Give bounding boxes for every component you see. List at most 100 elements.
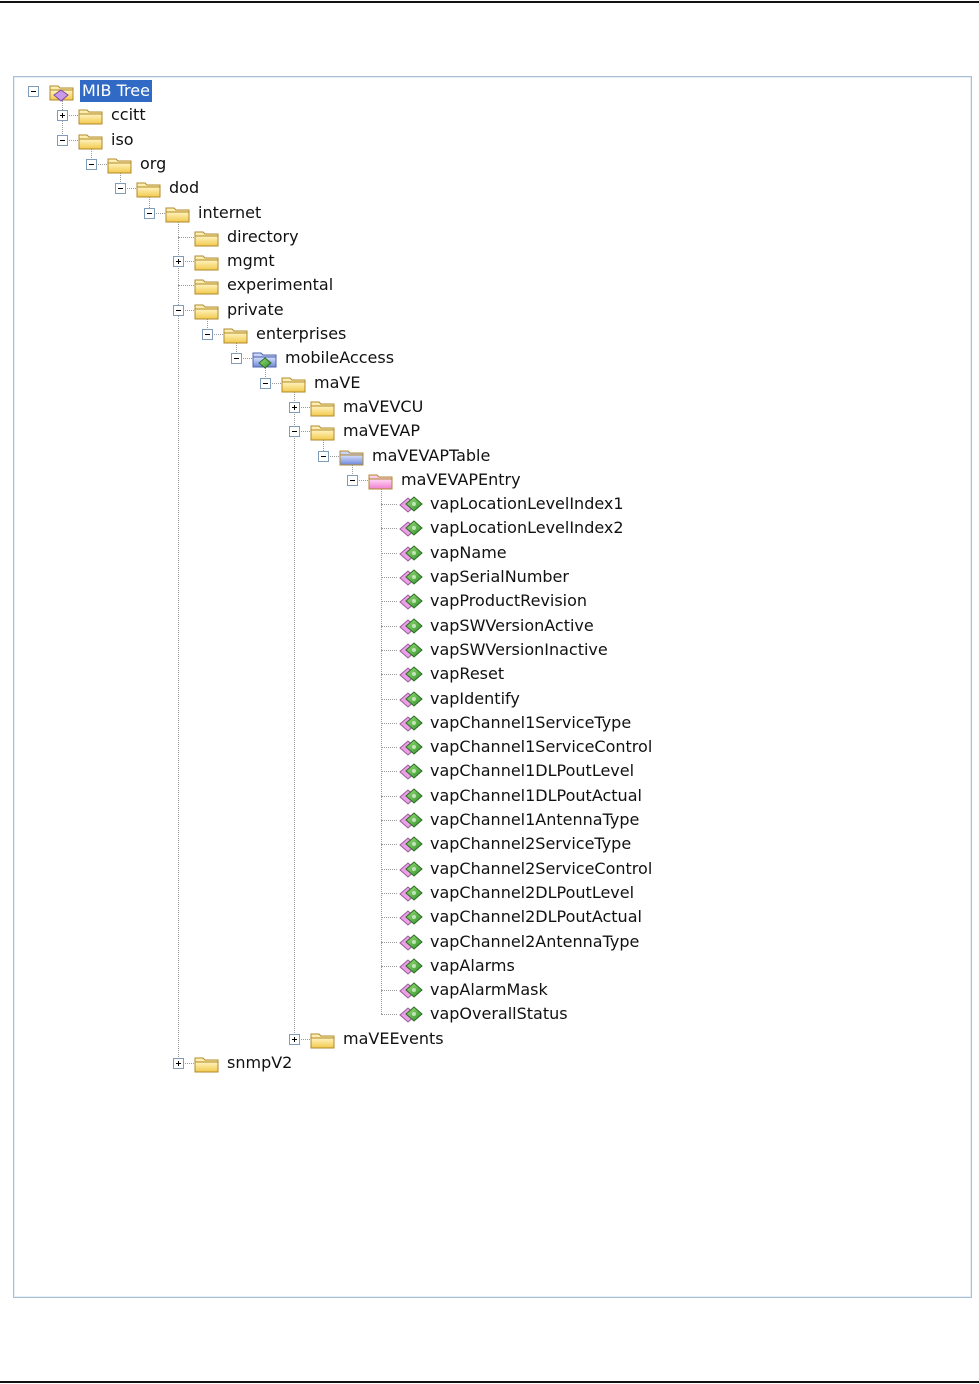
collapse-toggle-icon[interactable] xyxy=(318,450,329,462)
expand-toggle-icon[interactable] xyxy=(289,1033,300,1045)
tree-node-vapchannel2antennatype[interactable]: vapChannel2AntennaType xyxy=(0,931,979,955)
tree-node-org[interactable]: org xyxy=(0,153,979,177)
tree-node-label[interactable]: vapChannel2ServiceType xyxy=(430,834,632,854)
tree-node-label[interactable]: vapAlarmMask xyxy=(430,980,548,1000)
tree-node-vapoverallstatus[interactable]: vapOverallStatus xyxy=(0,1003,979,1027)
tree-node-label[interactable]: vapChannel2DLPoutActual xyxy=(430,907,642,927)
tree-node-label[interactable]: maVEVAPEntry xyxy=(401,469,521,489)
tree-node-label[interactable]: mobileAccess xyxy=(285,348,395,368)
tree-node-private[interactable]: private xyxy=(0,299,979,323)
tree-node-vapchannel2dlpoutactual[interactable]: vapChannel2DLPoutActual xyxy=(0,906,979,930)
tree-node-label[interactable]: vapChannel1ServiceType xyxy=(430,712,632,732)
tree-node-label[interactable]: vapSWVersionInactive xyxy=(430,639,608,659)
tree-node-label[interactable]: org xyxy=(140,153,167,173)
tree-node-label[interactable]: vapChannel1DLPoutLevel xyxy=(430,761,635,781)
tree-node-label[interactable]: maVE xyxy=(314,372,361,392)
tree-node-label[interactable]: vapName xyxy=(430,542,507,562)
tree-node-label[interactable]: maVEEvents xyxy=(343,1028,444,1048)
tree-node-label[interactable]: maVEVAP xyxy=(343,421,420,441)
tree-node-vapalarmmask[interactable]: vapAlarmMask xyxy=(0,979,979,1003)
tree-node-mave[interactable]: maVE xyxy=(0,372,979,396)
tree-node-label[interactable]: maVEVAPTable xyxy=(372,445,491,465)
tree-node-label[interactable]: vapReset xyxy=(430,664,505,684)
tree-node-label[interactable]: vapChannel1DLPoutActual xyxy=(430,785,642,805)
tree-node-vapchannel1servicecontrol[interactable]: vapChannel1ServiceControl xyxy=(0,736,979,760)
collapse-toggle-icon[interactable] xyxy=(347,474,358,486)
expand-toggle-icon[interactable] xyxy=(57,110,68,122)
tree-node-internet[interactable]: internet xyxy=(0,202,979,226)
collapse-toggle-icon[interactable] xyxy=(231,353,242,365)
expand-toggle-icon[interactable] xyxy=(173,1058,184,1069)
tree-node-vapchannel2dlpoutlevel[interactable]: vapChannel2DLPoutLevel xyxy=(0,882,979,906)
tree-node-vapchannel1servicetype[interactable]: vapChannel1ServiceType xyxy=(0,712,979,736)
tree-node-label[interactable]: vapSerialNumber xyxy=(430,567,569,586)
expand-toggle-icon[interactable] xyxy=(289,401,300,413)
collapse-toggle-icon[interactable] xyxy=(28,86,39,97)
tree-node-vapname[interactable]: vapName xyxy=(0,542,979,566)
tree-node-vapchannel2servicecontrol[interactable]: vapChannel2ServiceControl xyxy=(0,858,979,882)
collapse-toggle-icon[interactable] xyxy=(86,158,97,170)
tree-node-mobileaccess[interactable]: mobileAccess xyxy=(0,347,979,371)
collapse-toggle-icon[interactable] xyxy=(144,207,155,219)
tree-node-label[interactable]: vapChannel1ServiceControl xyxy=(430,737,653,757)
collapse-toggle-icon[interactable] xyxy=(173,304,184,316)
tree-node-label[interactable]: vapIdentify xyxy=(430,688,520,708)
mib-tree-panel[interactable] xyxy=(13,76,972,1298)
tree-node-label[interactable]: directory xyxy=(227,226,299,246)
tree-node-label[interactable]: experimental xyxy=(227,275,334,295)
collapse-toggle-icon[interactable] xyxy=(260,377,271,389)
collapse-toggle-icon[interactable] xyxy=(202,329,213,340)
tree-node-mavevap[interactable]: maVEVAP xyxy=(0,420,979,444)
tree-node-label[interactable]: vapChannel2AntennaType xyxy=(430,931,640,951)
tree-node-label[interactable]: vapLocationLevelIndex1 xyxy=(430,494,624,514)
tree-node-dod[interactable]: dod xyxy=(0,177,979,201)
tree-node-label[interactable]: vapChannel2DLPoutLevel xyxy=(430,882,635,902)
tree-node-mavevaptable[interactable]: maVEVAPTable xyxy=(0,445,979,469)
tree-node-label[interactable]: vapOverallStatus xyxy=(430,1004,568,1024)
tree-node-vapalarms[interactable]: vapAlarms xyxy=(0,955,979,979)
tree-node-experimental[interactable]: experimental xyxy=(0,274,979,298)
tree-node-snmpv2[interactable]: snmpV2 xyxy=(0,1052,979,1076)
collapse-toggle-icon[interactable] xyxy=(115,183,126,195)
tree-node-vapproductrevision[interactable]: vapProductRevision xyxy=(0,590,979,614)
tree-node-label[interactable]: private xyxy=(227,299,284,319)
tree-node-label[interactable]: maVEVCU xyxy=(343,396,424,416)
expand-toggle-icon[interactable] xyxy=(173,256,184,268)
tree-node-label[interactable]: mgmt xyxy=(227,251,275,271)
tree-node-vapchannel1dlpoutlevel[interactable]: vapChannel1DLPoutLevel xyxy=(0,760,979,784)
tree-node-label[interactable]: vapAlarms xyxy=(430,955,515,975)
tree-node-mgmt[interactable]: mgmt xyxy=(0,250,979,274)
tree-node-vapchannel2servicetype[interactable]: vapChannel2ServiceType xyxy=(0,833,979,857)
tree-node-label[interactable]: iso xyxy=(111,129,134,149)
tree-node-label[interactable]: vapSWVersionActive xyxy=(430,615,594,635)
tree-node-vapreset[interactable]: vapReset xyxy=(0,663,979,687)
tree-node-label[interactable]: internet xyxy=(198,202,262,222)
tree-node-vaplocationlevelindex1[interactable]: vapLocationLevelIndex1 xyxy=(0,493,979,517)
tree-node-vapswversionactive[interactable]: vapSWVersionActive xyxy=(0,615,979,639)
tree-node-iso[interactable]: iso xyxy=(0,129,979,153)
tree-node-vapchannel1dlpoutactual[interactable]: vapChannel1DLPoutActual xyxy=(0,785,979,809)
tree-node-label[interactable]: vapChannel1AntennaType xyxy=(430,810,640,829)
tree-node-label[interactable]: vapChannel2ServiceControl xyxy=(430,858,653,878)
tree-node-label[interactable]: enterprises xyxy=(256,324,347,343)
collapse-toggle-icon[interactable] xyxy=(289,426,300,438)
tree-node-vapidentify[interactable]: vapIdentify xyxy=(0,688,979,712)
tree-node-mavevapentry[interactable]: maVEVAPEntry xyxy=(0,469,979,493)
tree-node-mib-tree[interactable]: MIB Tree xyxy=(0,80,979,104)
tree-node-vapserialnumber[interactable]: vapSerialNumber xyxy=(0,566,979,590)
tree-node-vapchannel1antennatype[interactable]: vapChannel1AntennaType xyxy=(0,809,979,833)
tree-node-vapswversioninactive[interactable]: vapSWVersionInactive xyxy=(0,639,979,663)
collapse-toggle-icon[interactable] xyxy=(57,134,68,146)
tree-node-label[interactable]: vapProductRevision xyxy=(430,591,588,611)
tree-node-ccitt[interactable]: ccitt xyxy=(0,104,979,128)
tree-node-directory[interactable]: directory xyxy=(0,226,979,250)
tree-node-mavevcu[interactable]: maVEVCU xyxy=(0,396,979,420)
tree-node-enterprises[interactable]: enterprises xyxy=(0,323,979,347)
tree-node-label[interactable]: snmpV2 xyxy=(227,1053,293,1072)
tree-node-maveevents[interactable]: maVEEvents xyxy=(0,1028,979,1052)
tree-node-vaplocationlevelindex2[interactable]: vapLocationLevelIndex2 xyxy=(0,517,979,541)
tree-node-label[interactable]: MIB Tree xyxy=(80,80,152,102)
tree-node-label[interactable]: vapLocationLevelIndex2 xyxy=(430,518,624,538)
tree-node-label[interactable]: ccitt xyxy=(111,105,146,125)
tree-node-label[interactable]: dod xyxy=(169,178,200,198)
